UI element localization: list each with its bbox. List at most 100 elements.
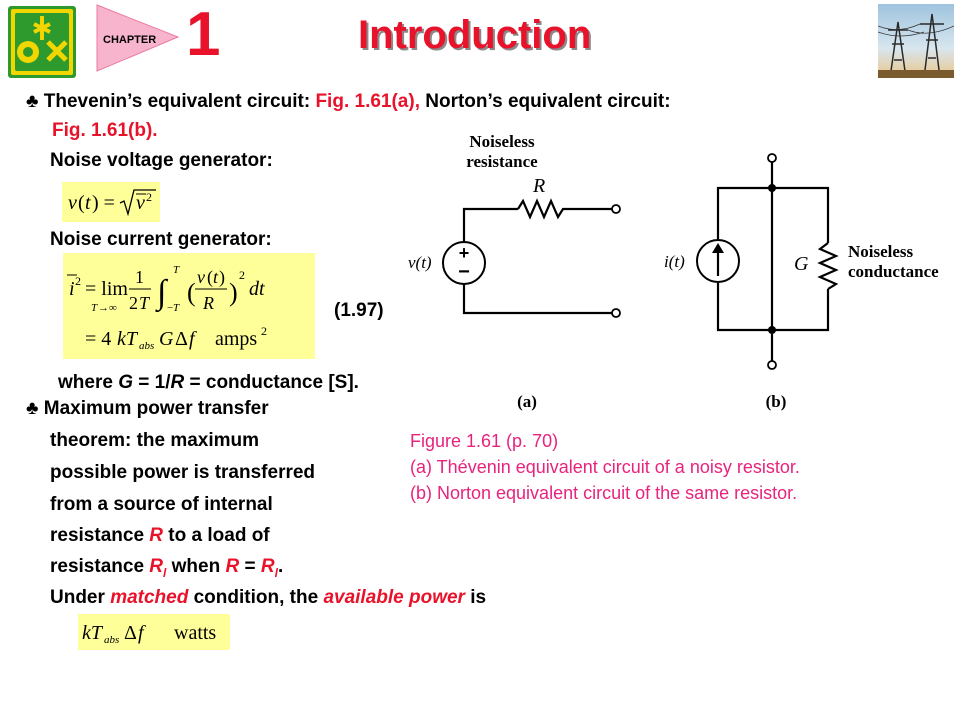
terminal-a-top <box>611 204 621 214</box>
terminal-a-bottom <box>611 308 621 318</box>
available-power-equation: kT abs Δ f watts <box>78 614 230 650</box>
matched-line: Under matched condition, the available p… <box>50 587 486 609</box>
svg-text:Δ: Δ <box>175 328 188 350</box>
bullet-max-power-line1: ♣ Maximum power transfer <box>26 398 269 420</box>
svg-text:T: T <box>139 293 151 313</box>
svg-text:i: i <box>69 278 75 300</box>
current-equation: i 2 = lim T →∞ 1 2 T ∫ T − T ( v ( t ) R… <box>63 253 315 359</box>
figure-caption-a: (a) Thévenin equivalent circuit of a noi… <box>410 457 800 477</box>
matched-text-2: condition, the <box>188 587 324 608</box>
svg-text:v: v <box>136 192 145 214</box>
thevenin-wires <box>462 198 612 315</box>
chapter-badge <box>95 3 180 73</box>
figure-caption-b: (b) Norton equivalent circuit of the sam… <box>410 483 798 503</box>
svg-text:v: v <box>197 267 205 287</box>
svg-text:∫: ∫ <box>155 274 169 313</box>
noiseless-conductance-label-1: Noiseless <box>848 242 914 261</box>
svg-text:t: t <box>213 267 219 287</box>
norton-lead: Norton’s equivalent circuit: <box>419 91 671 112</box>
matched-word: matched <box>110 587 189 608</box>
i-label: i(t) <box>664 252 685 271</box>
where-text-3: = conductance [S]. <box>184 372 359 393</box>
svg-text:= 4: = 4 <box>85 328 111 350</box>
svg-text:(: ( <box>187 278 196 307</box>
noiseless-resistance-label-2: resistance <box>466 152 538 171</box>
svg-text:R: R <box>202 293 214 313</box>
max-power-text-6: resistance Rl when R = Rl. <box>50 556 283 584</box>
chapter-label: CHAPTER <box>103 34 157 46</box>
node-bottom <box>768 326 776 334</box>
figure-caption-title: Figure 1.61 (p. 70) <box>410 431 559 451</box>
svg-text:T: T <box>173 264 180 276</box>
l6-rl2: R <box>260 556 275 577</box>
l6-b: when <box>166 556 226 577</box>
max-power-text-5: resistance R to a load of <box>50 525 270 547</box>
bullet-thevenin: ♣ Thevenin’s equivalent circuit: Fig. 1.… <box>26 91 671 113</box>
max-power-text-2: theorem: the maximum <box>50 430 260 451</box>
max-power-text-4: from a source of internal <box>50 494 273 515</box>
noiseless-resistance-label-1: Noiseless <box>469 132 535 151</box>
thevenin-lead: Thevenin’s equivalent circuit: <box>43 91 316 112</box>
where-r: R <box>170 372 185 393</box>
svg-text:f: f <box>138 622 146 644</box>
svg-text:t: t <box>85 192 91 214</box>
noise-current-label: Noise current generator: <box>50 229 272 250</box>
svg-text:2: 2 <box>129 293 138 313</box>
available-power-graphic: kT abs Δ f watts <box>82 622 216 646</box>
voltage-source-symbol <box>442 241 486 285</box>
l6-eq: = <box>239 556 261 577</box>
node-top <box>768 184 776 192</box>
l6-a: resistance <box>50 556 150 577</box>
svg-text:kT: kT <box>117 328 139 350</box>
svg-text:(: ( <box>207 267 213 288</box>
svg-text:): ) <box>229 278 238 307</box>
where-text-1: where <box>58 372 119 393</box>
university-logo <box>8 6 76 78</box>
where-text-2: = 1/ <box>132 372 171 393</box>
plus-sign: + <box>459 243 470 263</box>
svg-text:G: G <box>159 328 174 350</box>
svg-text:) =: ) = <box>92 192 115 214</box>
l6-rl: R <box>149 556 164 577</box>
equation-number: (1.97) <box>334 300 384 321</box>
l5-r: R <box>149 525 164 546</box>
svg-text:kT: kT <box>82 622 104 644</box>
sub-label-a: (a) <box>517 392 537 411</box>
svg-text:v: v <box>68 192 77 214</box>
chapter-number: 1 <box>186 0 221 69</box>
g-label: G <box>794 253 809 275</box>
svg-text:dt: dt <box>249 278 265 300</box>
svg-text:f: f <box>189 328 197 350</box>
current-arrow-icon <box>712 243 724 253</box>
svg-text:2: 2 <box>146 190 152 204</box>
noise-voltage-label: Noise voltage generator: <box>50 150 273 171</box>
where-g: G <box>118 372 133 393</box>
power-lines-photo <box>877 4 955 79</box>
page-title: Introduction <box>358 13 592 57</box>
minus-sign: − <box>458 261 470 283</box>
where-line: where G = 1/R = conductance [S]. <box>58 372 359 394</box>
svg-text:2: 2 <box>239 268 245 282</box>
svg-text:(: ( <box>78 192 85 214</box>
norton-wires <box>716 162 839 332</box>
svg-text:abs: abs <box>104 634 119 646</box>
matched-text-3: is <box>464 587 487 608</box>
v-label: v(t) <box>408 253 432 272</box>
available-power-word: available power <box>323 587 465 608</box>
noiseless-conductance-label-2: conductance <box>848 262 939 281</box>
svg-text:Δ: Δ <box>124 622 137 644</box>
current-equation-graphic: i 2 = lim T →∞ 1 2 T ∫ T − T ( v ( t ) R… <box>67 264 267 352</box>
voltage-equation-graphic: v ( t ) = v 2 <box>68 189 156 217</box>
max-power-text-1: Maximum power transfer <box>43 398 269 419</box>
svg-text:→∞: →∞ <box>98 302 117 314</box>
svg-text:T: T <box>91 302 98 314</box>
terminal-b-top <box>767 153 777 163</box>
svg-text:2: 2 <box>261 324 267 338</box>
svg-text:= lim: = lim <box>85 278 128 300</box>
matched-text-1: Under <box>50 587 111 608</box>
svg-text:2: 2 <box>75 274 81 288</box>
terminal-b-bottom <box>767 360 777 370</box>
svg-text:abs: abs <box>139 340 154 352</box>
circuit-figure: Noiseless resistance R + − v(t) (a) i(t)… <box>408 132 939 411</box>
fig-a-ref: Fig. 1.61(a), <box>315 91 420 112</box>
